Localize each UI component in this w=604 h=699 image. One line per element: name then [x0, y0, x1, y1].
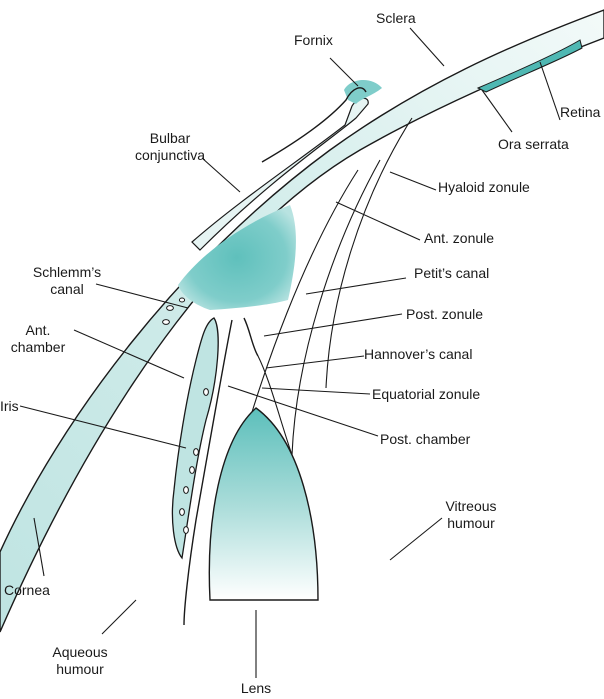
- label-ant-chamber-line2: chamber: [10, 339, 66, 355]
- label-sclera: Sclera: [376, 10, 416, 26]
- leader-lines: [19, 27, 561, 678]
- label-retina: Retina: [560, 104, 601, 120]
- label-post-zonule: Post. zonule: [406, 306, 484, 322]
- label-schlemms-canal: Schlemm’s canal: [22, 264, 112, 298]
- label-cornea: Cornea: [4, 582, 50, 598]
- label-schlemms-canal-line2: canal: [50, 281, 84, 297]
- label-ant-chamber-line1: Ant.: [25, 322, 51, 338]
- label-lens: Lens: [240, 680, 272, 696]
- label-vitreous-humour: Vitreous humour: [436, 498, 506, 532]
- label-hyaloid-zonule: Hyaloid zonule: [438, 179, 530, 195]
- label-bulbar-conjunctiva: Bulbar conjunctiva: [120, 130, 220, 164]
- iris: [171, 317, 219, 560]
- label-bulbar-conjunctiva-line2: conjunctiva: [134, 147, 206, 163]
- label-fornix: Fornix: [294, 32, 333, 48]
- lens: [208, 407, 319, 601]
- label-iris: Iris: [0, 398, 19, 414]
- retina: [476, 39, 583, 93]
- label-aqueous-humour: Aqueous humour: [40, 644, 120, 678]
- bulbar-conjunctiva: [191, 97, 369, 251]
- label-vitreous-humour-line1: Vitreous: [445, 498, 497, 514]
- label-ant-zonule: Ant. zonule: [424, 230, 495, 246]
- label-aqueous-humour-line1: Aqueous: [52, 644, 108, 660]
- label-aqueous-humour-line2: humour: [56, 661, 104, 677]
- label-vitreous-humour-line2: humour: [447, 515, 495, 531]
- label-equatorial-zonule: Equatorial zonule: [372, 386, 481, 402]
- fornix: [344, 79, 382, 104]
- label-ant-chamber: Ant. chamber: [2, 322, 74, 356]
- label-post-chamber: Post. chamber: [380, 431, 471, 447]
- label-ora-serrata: Ora serrata: [498, 136, 569, 152]
- label-bulbar-conjunctiva-line1: Bulbar: [149, 130, 191, 146]
- limbus-region: [178, 205, 296, 310]
- label-schlemms-canal-line1: Schlemm’s: [32, 264, 102, 280]
- label-petits-canal: Petit’s canal: [414, 265, 490, 281]
- iris-pores: [162, 297, 209, 534]
- label-hannovers-canal: Hannover’s canal: [364, 346, 473, 362]
